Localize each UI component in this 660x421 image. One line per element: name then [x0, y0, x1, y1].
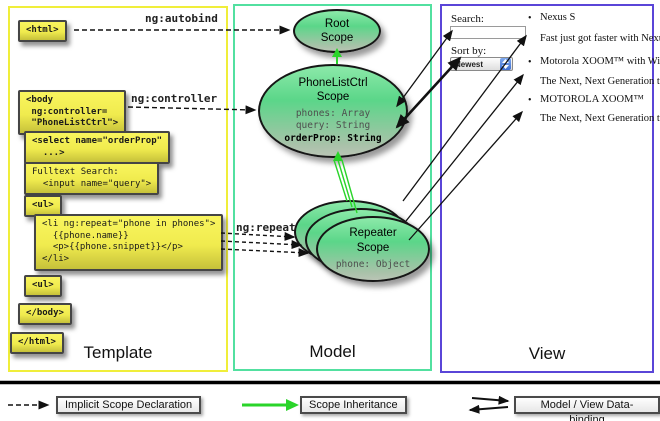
- phonelistctrl-scope-ellipse: PhoneListCtrl Scope phones: Array query:…: [258, 64, 408, 158]
- view-panel-title: View: [528, 344, 566, 363]
- phonelistctrl-scope-title: PhoneListCtrl Scope: [298, 76, 368, 104]
- prop-phones: phones: Array: [295, 107, 371, 119]
- bullet-icon: •: [528, 13, 532, 24]
- repeater-scope-ellipse: Repeater Scope phone: Object: [316, 216, 430, 282]
- legend-implicit-box: Implicit Scope Declaration: [56, 396, 202, 414]
- ng-repeat-label: ng:repeat: [236, 221, 296, 234]
- code-box-body-close: </body>: [18, 303, 72, 325]
- root-scope-title: Root Scope: [320, 17, 354, 44]
- code-box-body-open: <body ng:controller= "PhoneListCtrl">: [18, 90, 127, 136]
- prop-orderprop: orderProp: String: [284, 133, 382, 145]
- bullet-icon: •: [528, 95, 532, 106]
- legend-binding-arrow-left: [468, 404, 509, 414]
- model-panel-title: Model: [309, 342, 356, 361]
- code-box-fulltext-search: Fulltext Search: <input name="query">: [24, 162, 160, 196]
- ng-controller-label: ng:controller: [131, 92, 218, 105]
- root-scope-ellipse: Root Scope: [293, 9, 381, 53]
- code-box-html-close: </html>: [10, 332, 64, 354]
- legend-inheritance-arrowhead: [286, 399, 299, 411]
- phone-item-name: Motorola XOOM™ with Wi-Fi: [540, 56, 660, 67]
- phone-item-name: Nexus S: [540, 12, 576, 23]
- sort-by-label: Sort by:: [451, 45, 487, 57]
- search-input[interactable]: [450, 26, 526, 39]
- legend-binding-arrow-right: [471, 395, 510, 405]
- phone-item-snippet: The Next, Next Generation tablet.: [540, 113, 660, 124]
- template-panel-title: Template: [83, 343, 153, 362]
- code-box-ul-close: <ul>: [24, 275, 62, 297]
- code-box-li-repeat: <li ng:repeat="phone in phones"> {{phone…: [34, 214, 224, 271]
- phone-item-snippet: Fast just got faster with Nexus S.: [540, 33, 660, 44]
- model-panel: Model: [233, 4, 432, 371]
- prop-query: query: String: [295, 120, 371, 132]
- legend-binding-box: Model / View Data-binding: [514, 396, 660, 421]
- sort-select-value: Newest: [455, 59, 484, 69]
- prop-phone: phone: Object: [335, 258, 411, 270]
- sort-select[interactable]: Newest: [450, 57, 513, 71]
- stepper-icon: [500, 58, 511, 70]
- bullet-icon: •: [528, 57, 532, 68]
- code-box-select: <select name="orderProp" ...>: [24, 131, 171, 165]
- search-label: Search:: [451, 13, 484, 25]
- code-box-html-open: <html>: [18, 20, 67, 42]
- legend-inheritance-box: Scope Inheritance: [300, 396, 407, 414]
- phone-item-name: MOTOROLA XOOM™: [540, 94, 644, 105]
- template-panel: Template: [8, 6, 228, 372]
- ng-autobind-label: ng:autobind: [145, 12, 218, 25]
- phone-item-snippet: The Next, Next Generation tablet.: [540, 76, 660, 87]
- repeater-scope-title: Repeater Scope: [349, 227, 397, 254]
